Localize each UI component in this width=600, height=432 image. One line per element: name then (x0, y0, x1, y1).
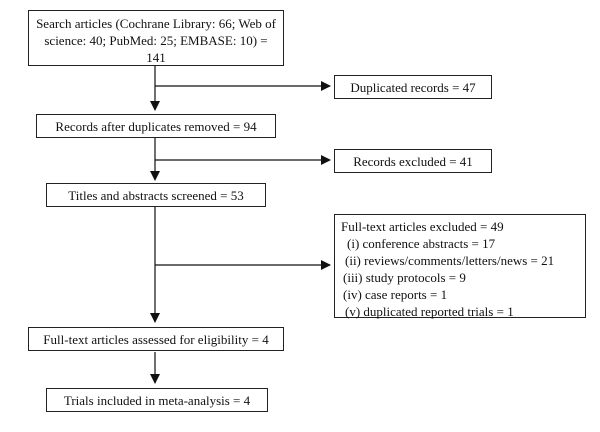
screened-box: Titles and abstracts screened = 53 (46, 183, 266, 207)
exclusion-reason-protocols: (iii) study protocols = 9 (343, 270, 466, 285)
assessed-text: Full-text articles assessed for eligibil… (43, 332, 269, 347)
screened-text: Titles and abstracts screened = 53 (68, 188, 244, 203)
records-excluded-text: Records excluded = 41 (353, 154, 473, 169)
included-text: Trials included in meta-analysis = 4 (63, 393, 251, 408)
included-box: Trials included in meta-analysis = 4 (46, 388, 268, 412)
duplicated-records-text: Duplicated records = 47 (350, 80, 476, 95)
fulltext-excluded-box: Full-text articles excluded = 49 (i) con… (334, 214, 586, 319)
search-articles-text: Search articles (Cochrane Library: 66; W… (36, 16, 276, 65)
after-duplicates-box: Records after duplicates removed = 94 (36, 114, 276, 138)
search-articles-box: Search articles (Cochrane Library: 66; W… (28, 10, 284, 66)
exclusion-reason-conference-abstracts: (i) conference abstracts = 17 (347, 236, 496, 251)
exclusion-reason-duplicated-trials: (v) duplicated reported trials = 1 (345, 304, 514, 319)
fulltext-excluded-title: Full-text articles excluded = 49 (341, 219, 504, 234)
exclusion-reason-reviews: (ii) reviews/comments/letters/news = 21 (345, 253, 555, 268)
assessed-box: Full-text articles assessed for eligibil… (28, 327, 284, 351)
records-excluded-box: Records excluded = 41 (334, 149, 492, 173)
duplicated-records-box: Duplicated records = 47 (334, 75, 492, 99)
after-duplicates-text: Records after duplicates removed = 94 (55, 119, 257, 134)
exclusion-reason-case-reports: (iv) case reports = 1 (343, 287, 448, 302)
